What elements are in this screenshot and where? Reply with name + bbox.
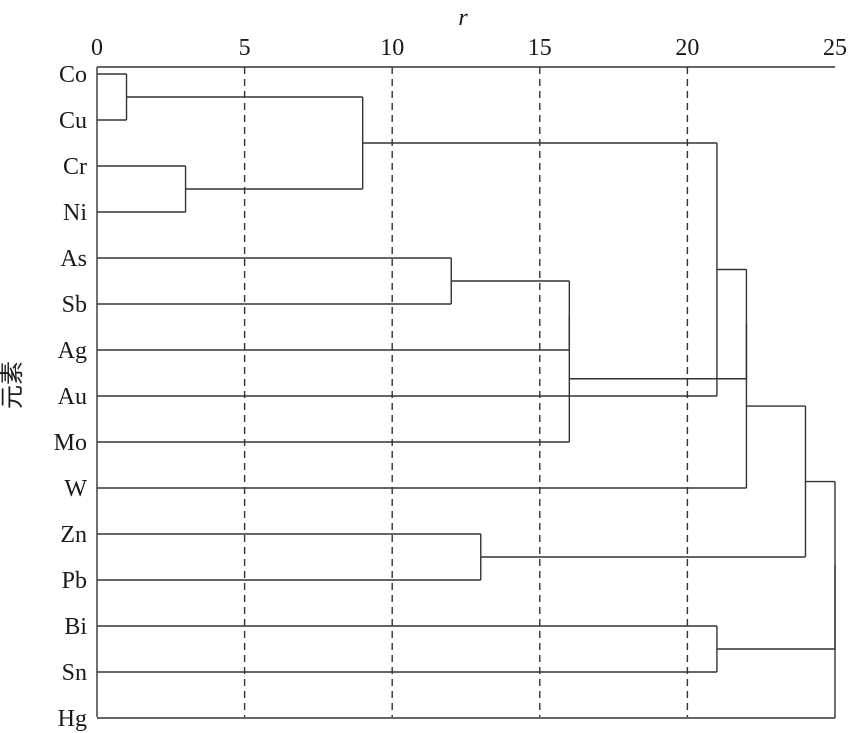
leaf-label-ni: Ni — [63, 200, 87, 226]
leaf-label-ag: Ag — [58, 338, 87, 364]
leaf-label-co: Co — [59, 62, 87, 88]
x-tick-label-5: 5 — [239, 35, 251, 61]
leaf-label-au: Au — [58, 384, 87, 410]
leaf-label-bi: Bi — [64, 614, 87, 640]
x-tick-label-25: 25 — [823, 35, 847, 61]
leaf-label-cu: Cu — [59, 108, 87, 134]
leaf-label-cr: Cr — [63, 154, 87, 180]
leaf-label-mo: Mo — [54, 430, 87, 456]
dendrogram-links — [97, 73, 836, 719]
x-tick-label-10: 10 — [380, 35, 404, 61]
leaf-label-pb: Pb — [62, 568, 87, 594]
leaf-label-w: W — [64, 476, 87, 502]
plot-frame — [96, 66, 835, 717]
reference-lines — [243, 67, 689, 717]
y-axis-title: 元素 — [0, 361, 26, 409]
leaf-label-hg: Hg — [58, 706, 87, 732]
leaf-label-sn: Sn — [62, 660, 87, 686]
leaf-label-as: As — [60, 246, 87, 272]
x-tick-label-15: 15 — [528, 35, 552, 61]
x-axis-ticks: 0 5 10 15 20 25 — [91, 35, 847, 61]
x-tick-label-20: 20 — [675, 35, 699, 61]
x-axis-title: r — [458, 5, 468, 31]
x-tick-label-0: 0 — [91, 35, 103, 61]
leaf-label-sb: Sb — [62, 292, 87, 318]
leaf-label-zn: Zn — [60, 522, 87, 548]
